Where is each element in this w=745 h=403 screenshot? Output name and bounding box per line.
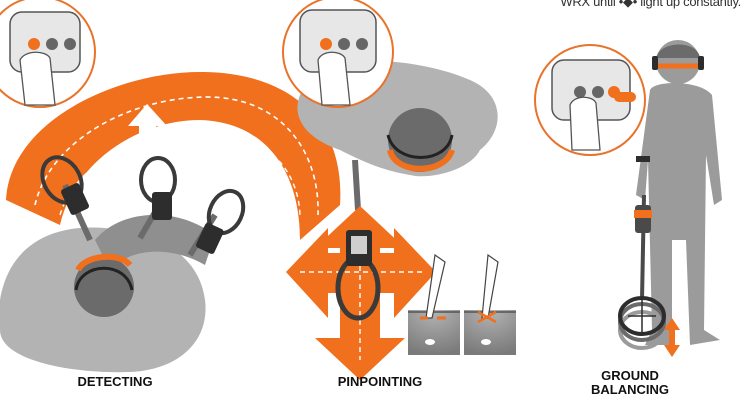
- person-detecting: [0, 215, 215, 372]
- caption-line: BALANCING: [580, 383, 680, 397]
- caption-ground-balancing: GROUND BALANCING: [580, 369, 680, 397]
- caption-detecting: DETECTING: [55, 375, 175, 389]
- caption-pinpointing: PINPOINTING: [320, 375, 440, 389]
- zoom-callout-pinpointing: [283, 0, 393, 107]
- caption-line: GROUND: [580, 369, 680, 383]
- detector-coil-middle: [141, 158, 175, 220]
- detector-coil-right: [195, 185, 250, 255]
- zoom-callout-ground-balancing: [535, 45, 645, 155]
- ground-section-2: [464, 255, 516, 355]
- ground-balancing-panel: [535, 40, 722, 357]
- zoom-callout-detecting: [0, 0, 95, 107]
- detector-control-box: [635, 205, 651, 233]
